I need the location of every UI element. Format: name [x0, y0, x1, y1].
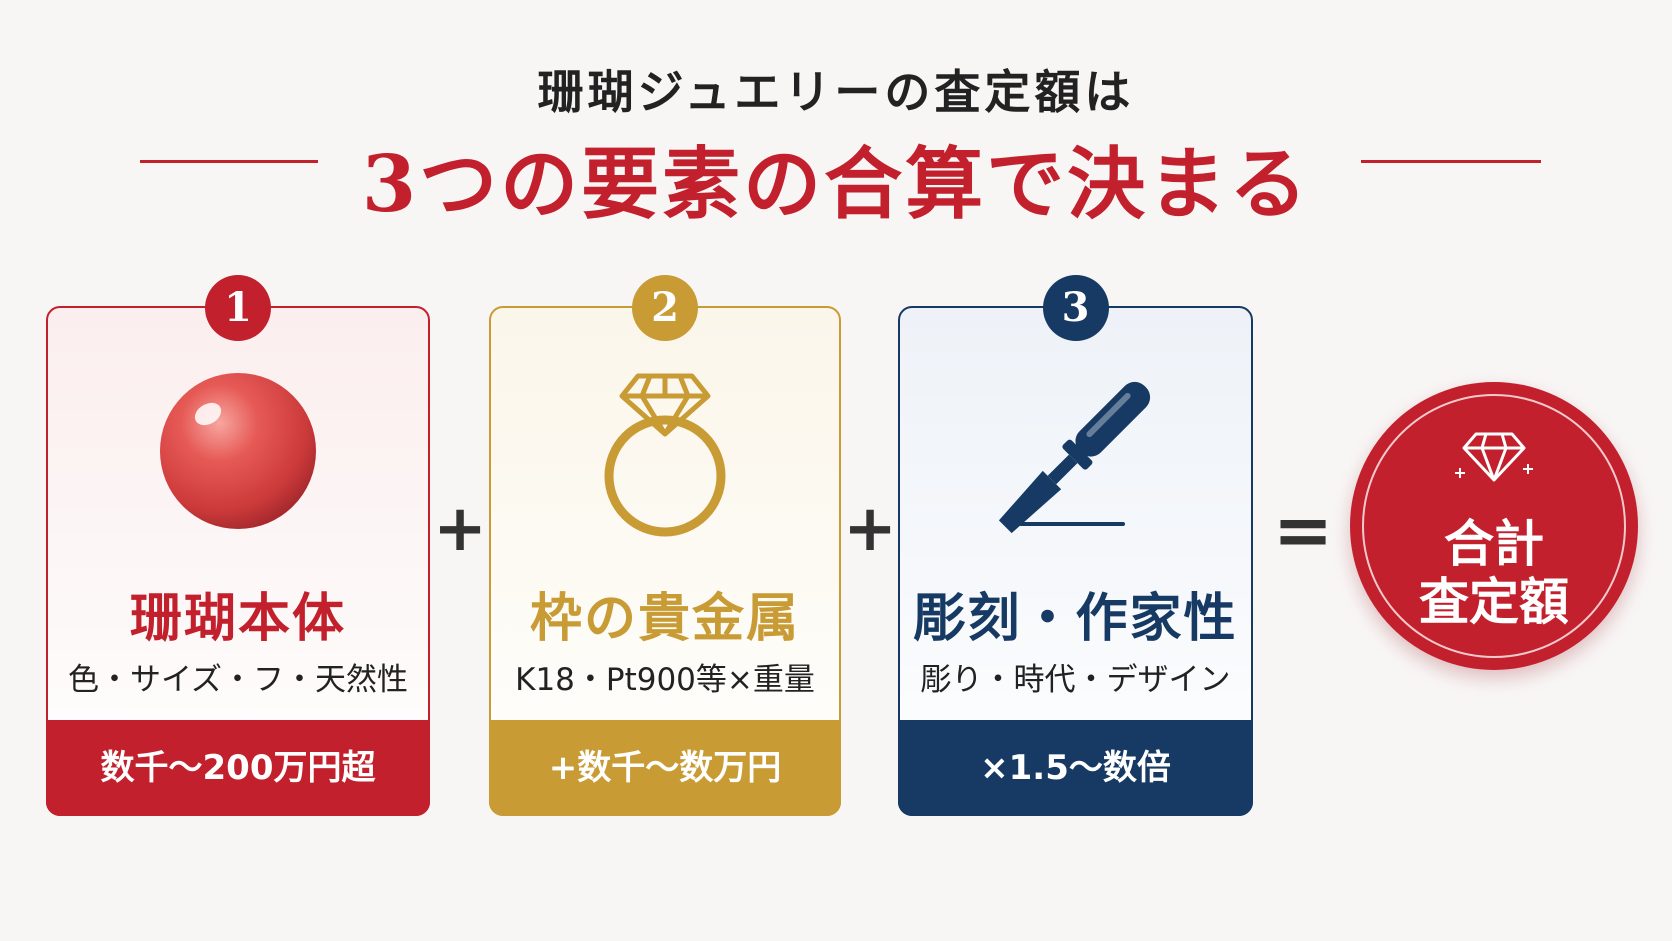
total-appraisal-circle: 合計 査定額: [1350, 382, 1638, 670]
card-description: 彫り・時代・デザイン: [920, 662, 1231, 698]
subtitle: 珊瑚ジュエリーの査定額は: [537, 65, 1135, 119]
plus-operator: +: [433, 492, 487, 566]
card-number-badge: 3: [1042, 275, 1109, 341]
card-price: 数千〜200万円超: [46, 720, 430, 816]
equals-operator: =: [1272, 488, 1334, 572]
card-description: 色・サイズ・フ・天然性: [67, 662, 409, 698]
card-number-badge: 2: [632, 275, 698, 341]
chisel-icon: [998, 381, 1150, 534]
total-label-line-1: 合計: [1444, 514, 1544, 573]
card-title: 珊瑚本体: [129, 588, 346, 649]
card-precious-metal: 2 枠の貴金属 K18・Pt900等×重量 +数千〜数万円: [489, 275, 841, 816]
page-title: 3つの要素の合算で決まる: [361, 139, 1311, 230]
ring-icon: [604, 373, 726, 537]
card-title: 枠の貴金属: [529, 588, 800, 649]
diamond-icon: [1455, 432, 1533, 482]
plus-operator: +: [843, 492, 897, 566]
total-ring: [1362, 394, 1626, 658]
card-title: 彫刻・作家性: [913, 588, 1238, 649]
card-price: +数千〜数万円: [489, 720, 841, 816]
rule-right: [1361, 160, 1541, 163]
card-number-badge: 1: [205, 275, 271, 341]
total-label-line-2: 査定額: [1419, 572, 1569, 631]
rule-left: [140, 160, 318, 163]
coral-bead-icon: [160, 373, 316, 529]
card-carving-artistry: 3 彫刻・作家性 彫り・時代・デザイン ×1.5〜数倍: [898, 275, 1253, 816]
card-description: K18・Pt900等×重量: [515, 662, 815, 698]
card-price: ×1.5〜数倍: [898, 720, 1253, 816]
card-coral-body: 1 珊瑚本体 色・サイズ・フ・天然性 数千〜200万円超: [46, 275, 430, 816]
